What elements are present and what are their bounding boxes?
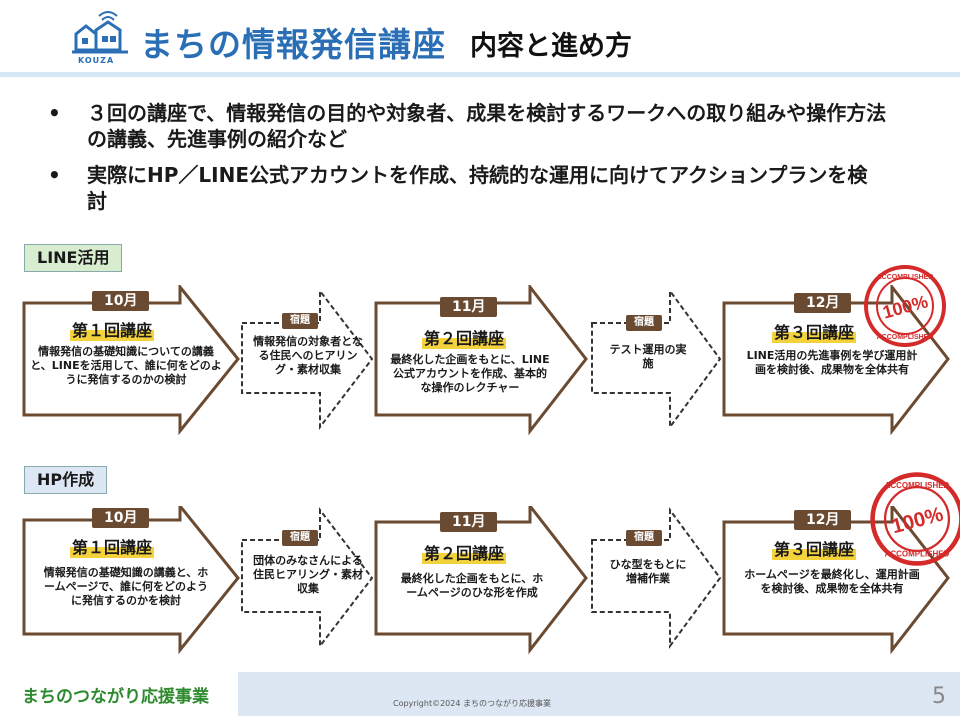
footer-bar [238,672,960,716]
stamp-center-text: 100% [889,503,946,539]
step-description: LINE活用の先進事例を学び運用計画を検討後、成果物を全体共有 [746,349,918,376]
lecture-title: 第１回講座 [70,317,155,341]
step-description: ホームページを最終化し、運用計画を検討後、成果物を全体共有 [744,568,920,595]
homework-badge: 宿題 [282,313,318,329]
copyright-text: Copyright©2024 まちのつながり応援事業 [393,699,551,708]
bullet-item: • 実際にHP／LINE公式アカウントを作成、持続的な運用に向けてアクションプラ… [40,162,887,214]
stamp-bottom-text: ACCOMPLISHED [877,334,934,341]
logo-text: KOUZA [78,56,115,65]
lecture-title: 第２回講座 [422,540,507,564]
page-title: まちの情報発信講座 [140,25,446,64]
flow-line: 10月 第１回講座 情報発信の基礎知識についての講義と、LINEを活用して、誰に… [20,265,950,435]
bullet-text: 実際にHP／LINE公式アカウントを作成、持続的な運用に向けてアクションプランを… [87,163,868,213]
bullet-text: ３回の講座で、情報発信の目的や対象者、成果を検討するワークへの取り組みや操作方法… [87,101,887,151]
bullet-marker: • [48,101,61,125]
step-description: 最終化した企画をもとに、LINE公式アカウントを作成、基本的な操作のレクチャー [390,353,550,394]
step-description: 情報発信の基礎知識についての講義と、LINEを活用して、誰に何をどのように発信す… [30,345,222,386]
homework-badge: 宿題 [282,530,318,546]
month-badge: 12月 [794,510,852,530]
lecture-title: 第３回講座 [772,536,857,560]
homework-badge: 宿題 [626,315,662,331]
bullet-item: • ３回の講座で、情報発信の目的や対象者、成果を検討するワークへの取り組みや操作… [40,100,887,152]
footer: まちのつながり応援事業 [0,672,960,720]
month-badge: 10月 [92,291,150,311]
bullet-marker: • [48,163,61,187]
flow-hp: 10月 第１回講座 情報発信の基礎知識の講義と、ホームページで、誰に何をどのよう… [20,472,960,656]
step-description: 最終化した企画をもとに、ホームページのひな形を作成 [400,572,544,599]
accomplished-stamp-icon: ACCOMPLISHED 100% ACCOMPLISHED [870,472,960,566]
homework-badge: 宿題 [626,530,662,546]
step-description: ひな型をもとに増補作業 [609,558,687,585]
lecture-title: 第３回講座 [772,319,857,343]
flow-arrows [22,285,950,435]
footer-brand-area: まちのつながり応援事業 [0,672,238,720]
stamp-top-text: ACCOMPLISHED [877,274,934,281]
step-description: 団体のみなさんによる住民ヒアリング・素材収集 [253,554,363,595]
month-badge: 10月 [92,508,150,528]
step-description: 情報発信の基礎知識の講義と、ホームページで、誰に何をどのように発信するのかを検討 [43,566,209,607]
step-description: テスト運用の実施 [609,343,687,370]
stamp-bottom-text: ACCOMPLISHED [885,550,950,559]
section-label-hp: HP作成 [24,466,108,494]
step-description: 情報発信の対象者となる住民へのヒアリング・素材収集 [253,335,363,376]
logo-icon [72,11,128,54]
lecture-title: 第１回講座 [70,534,155,558]
lecture-title: 第２回講座 [422,325,507,349]
page-subtitle: 内容と進め方 [470,31,632,62]
accomplished-stamp-icon: ACCOMPLISHED 100% ACCOMPLISHED [864,265,946,347]
month-badge: 11月 [440,512,498,532]
header-divider [0,72,960,77]
stamp-center-text: 100% [880,291,930,322]
bullet-list: • ３回の講座で、情報発信の目的や対象者、成果を検討するワークへの取り組みや操作… [40,100,920,224]
stamp-top-text: ACCOMPLISHED [885,481,950,490]
month-badge: 12月 [794,293,852,313]
month-badge: 11月 [440,297,498,317]
section-label-line: LINE活用 [24,244,123,272]
footer-brand: まちのつながり応援事業 [22,687,209,707]
header: KOUZA まちの情報発信講座 内容と進め方 [0,0,960,78]
page-number: 5 [932,684,946,709]
